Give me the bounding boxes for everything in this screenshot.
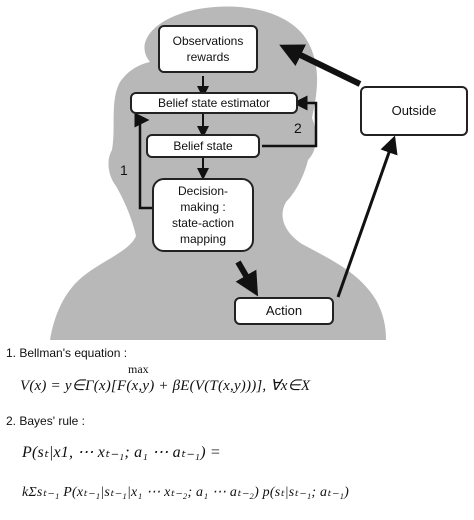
observations-box: Observations rewards bbox=[158, 25, 258, 73]
belief-state-label: Belief state bbox=[173, 138, 233, 153]
head-silhouette bbox=[50, 6, 386, 340]
outside-label: Outside bbox=[391, 103, 437, 119]
arrow-outside-to-observations bbox=[279, 44, 362, 87]
decision-label-line-3: state-action bbox=[171, 216, 235, 230]
action-label: Action bbox=[265, 303, 303, 319]
arrow-loop-1 bbox=[134, 112, 152, 210]
rewards-label: rewards bbox=[186, 50, 230, 64]
action-box: Action bbox=[234, 297, 334, 325]
loop-1-label: 1 bbox=[120, 162, 128, 178]
bellman-title: 1. Bellman's equation : bbox=[6, 346, 128, 360]
arrow-decision-to-action bbox=[235, 260, 259, 297]
bayes-formula-line-1: P(sₜ|x1, ⋯ xₜ₋₁; a₁ ⋯ aₜ₋₁) = bbox=[22, 444, 221, 461]
equations-section: 1. Bellman's equation : max V(x) = y∈Γ(x… bbox=[0, 338, 474, 520]
diagram-canvas bbox=[50, 6, 398, 340]
decision-label-line-1: Decision- bbox=[177, 183, 228, 198]
belief-state-box: Belief state bbox=[146, 134, 260, 158]
outside-box: Outside bbox=[360, 86, 468, 136]
belief-estimator-label: Belief state estimator bbox=[157, 95, 271, 110]
decision-label-line-2: making : bbox=[180, 199, 226, 214]
arrow-loop-2 bbox=[262, 95, 318, 148]
bayes-title: 2. Bayes' rule : bbox=[6, 414, 85, 428]
agent-diagram: Observations rewards Belief state estimat… bbox=[50, 6, 468, 340]
arrow-action-to-outside bbox=[336, 135, 398, 298]
bellman-formula: V(x) = y∈Γ(x)[F(x,y) + βE(V(T(x,y)))], ∀… bbox=[20, 378, 311, 394]
bayes-formula-line-2: kΣsₜ₋₁ P(xₜ₋₁|sₜ₋₁|x₁ ⋯ xₜ₋₂; a₁ ⋯ aₜ₋₂)… bbox=[22, 485, 350, 500]
belief-estimator-box: Belief state estimator bbox=[130, 92, 298, 114]
observations-label: Observations bbox=[172, 33, 244, 48]
loop-2-label: 2 bbox=[294, 120, 302, 136]
decision-box: Decision- making : state-action mapping bbox=[152, 178, 254, 252]
bellman-max-operator: max bbox=[128, 362, 149, 376]
decision-label-line-4: mapping bbox=[179, 232, 226, 247]
